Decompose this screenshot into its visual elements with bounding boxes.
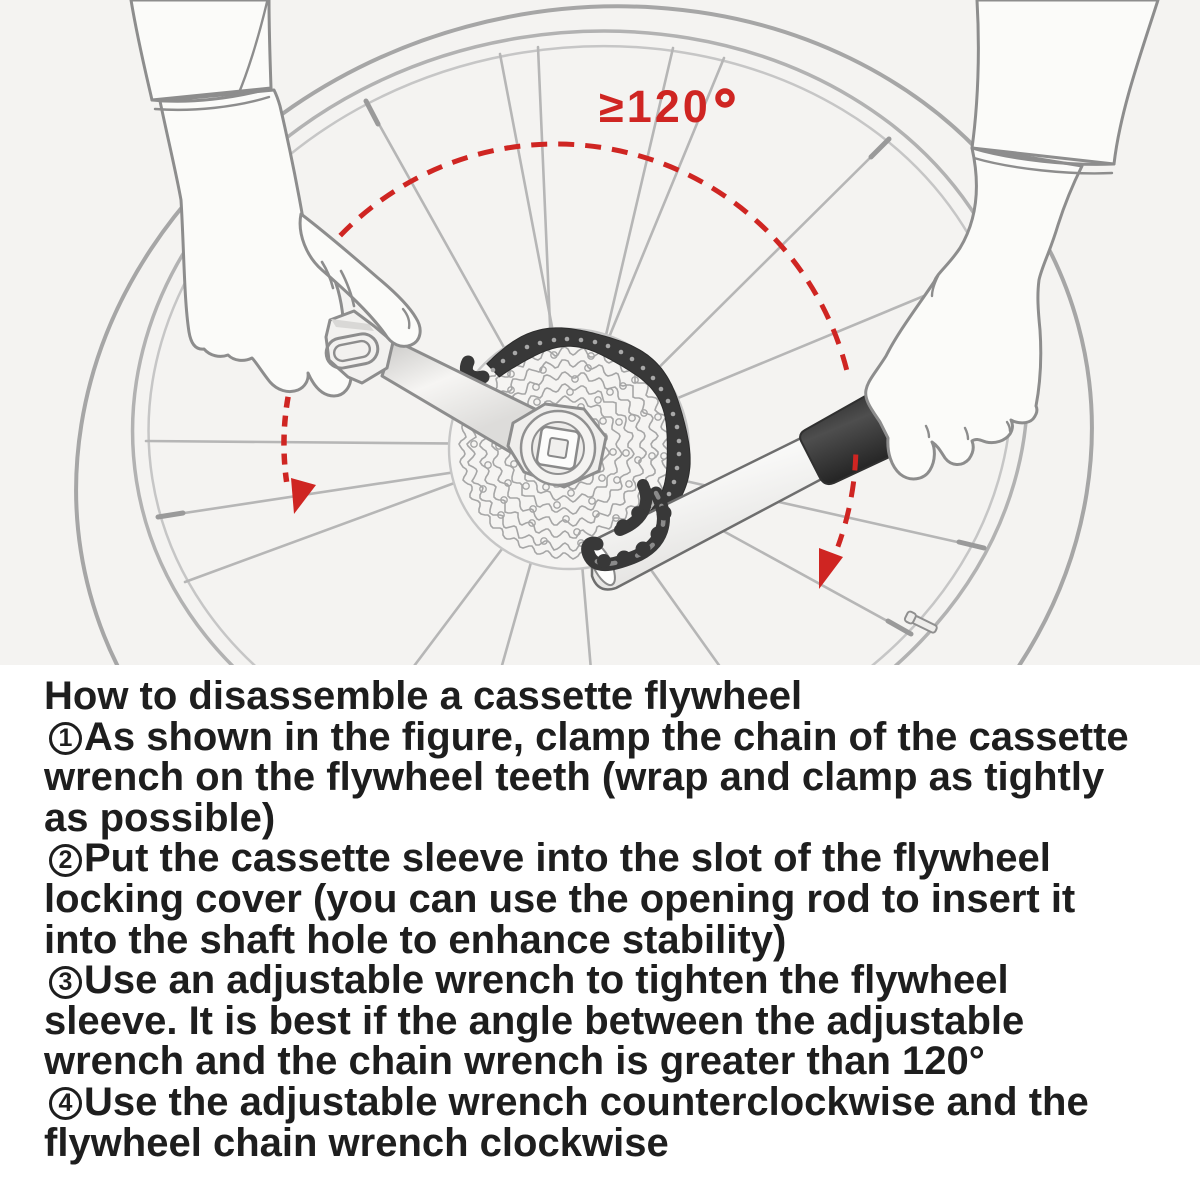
svg-text:≥120: ≥120	[599, 81, 711, 132]
